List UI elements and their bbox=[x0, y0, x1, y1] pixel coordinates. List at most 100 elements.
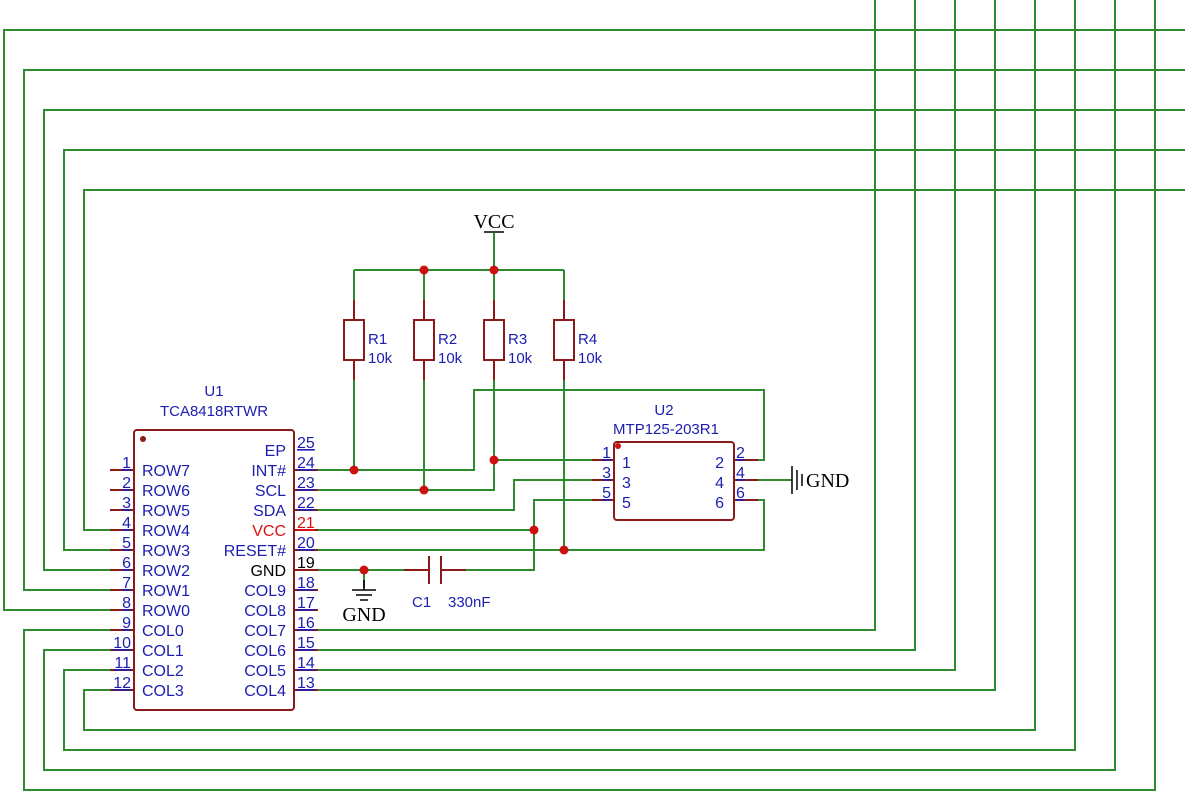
wire-sda bbox=[318, 479, 592, 511]
junction-scl bbox=[419, 485, 429, 495]
wire-r3-u2p1 bbox=[493, 380, 592, 461]
u2-outer-pin-3: 3 bbox=[602, 465, 611, 482]
wire-reset bbox=[318, 499, 765, 551]
u1-pin-name-col8: COL8 bbox=[244, 603, 286, 620]
u1-right-pins: 25EP24INT#23SCL22SDA21VCC20RESET#19GND18… bbox=[224, 435, 318, 700]
u1-pin-name-col3: COL3 bbox=[142, 683, 184, 700]
u1-pin-name-scl: SCL bbox=[255, 483, 286, 500]
u1-pin-num-18: 18 bbox=[297, 575, 315, 592]
junction-reset bbox=[559, 545, 569, 555]
wire-col3 bbox=[83, 0, 1036, 731]
u2-part-number: MTP125-203R1 bbox=[613, 421, 719, 438]
u2-outer-pin-2: 2 bbox=[736, 445, 745, 462]
wire-row2 bbox=[43, 109, 1185, 571]
u1-pin-name-row4: ROW4 bbox=[142, 523, 190, 540]
wire-col5 bbox=[318, 0, 956, 671]
u1-pin-num-8: 8 bbox=[122, 595, 131, 612]
u1-pin-num-15: 15 bbox=[297, 635, 315, 652]
wire-col6 bbox=[318, 0, 916, 651]
r1-ref: R1 bbox=[368, 331, 387, 348]
u2-outer-pin-5: 5 bbox=[602, 485, 611, 502]
u1-pin-name-col2: COL2 bbox=[142, 663, 184, 680]
u1-ref: U1 bbox=[204, 383, 223, 400]
wire-col7 bbox=[318, 0, 876, 631]
u2-outer-pin-1: 1 bbox=[602, 445, 611, 462]
wire-row3 bbox=[63, 149, 1185, 551]
u1-pin1-marker bbox=[140, 436, 146, 442]
u1-pin-num-4: 4 bbox=[122, 515, 131, 532]
r3-value: 10k bbox=[508, 350, 533, 367]
r2-value: 10k bbox=[438, 350, 463, 367]
u1-pin-num-20: 20 bbox=[297, 535, 315, 552]
u1-pin-name-ep: EP bbox=[265, 443, 286, 460]
resistor-r3[interactable]: R3 10k bbox=[483, 300, 533, 380]
u1-pin-num-5: 5 bbox=[122, 535, 131, 552]
junction-sda-u2 bbox=[489, 455, 499, 465]
u1-pin-name-row7: ROW7 bbox=[142, 463, 190, 480]
u2-inner-pin-1: 1 bbox=[622, 455, 631, 472]
wires bbox=[3, 0, 1185, 791]
u2-outer-pin-6: 6 bbox=[736, 485, 745, 502]
u1-pin-name-col0: COL0 bbox=[142, 623, 184, 640]
resistor-r2[interactable]: R2 10k bbox=[413, 300, 463, 380]
junctions bbox=[349, 265, 569, 575]
wire-row1 bbox=[23, 69, 1185, 591]
u1-pin-num-7: 7 bbox=[122, 575, 131, 592]
r4-body bbox=[553, 319, 575, 361]
r1-value: 10k bbox=[368, 350, 393, 367]
capacitor-c1[interactable]: C1 330nF bbox=[404, 556, 491, 611]
u1-pin-num-2: 2 bbox=[122, 475, 131, 492]
wire-vcc-u1 bbox=[318, 499, 592, 531]
u1-pin-name-reset-n: RESET# bbox=[224, 543, 286, 560]
u1-pin-num-12: 12 bbox=[113, 675, 131, 692]
wire-row4 bbox=[83, 189, 1185, 531]
wire-col2 bbox=[63, 0, 1076, 751]
gnd-symbol-bottom[interactable]: GND bbox=[342, 580, 386, 626]
gnd-label-bottom: GND bbox=[342, 604, 385, 626]
u2-pin1-marker bbox=[615, 443, 621, 449]
resistors: R1 10k R2 10k R3 10k R4 10k bbox=[343, 300, 603, 380]
u1-pin-name-int-n: INT# bbox=[251, 463, 286, 480]
u1-pin-name-row1: ROW1 bbox=[142, 583, 190, 600]
c1-ref: C1 bbox=[412, 594, 431, 611]
vcc-symbol[interactable]: VCC bbox=[473, 211, 514, 233]
u1-pin-name-gnd: GND bbox=[250, 563, 286, 580]
u1-pin-num-25: 25 bbox=[297, 435, 315, 452]
junction-vcc-r3 bbox=[489, 265, 499, 275]
u1-pin-name-col5: COL5 bbox=[244, 663, 286, 680]
gnd-label-right: GND bbox=[806, 470, 849, 492]
u1-pin-name-sda: SDA bbox=[253, 503, 286, 520]
u1-pin-num-13: 13 bbox=[297, 675, 315, 692]
u1-pin-name-col9: COL9 bbox=[244, 583, 286, 600]
resistor-r1[interactable]: R1 10k bbox=[343, 300, 393, 380]
u1-pin-name-row5: ROW5 bbox=[142, 503, 190, 520]
u1-pin-num-22: 22 bbox=[297, 495, 315, 512]
u2-outer-pin-4: 4 bbox=[736, 465, 745, 482]
u1-part-number: TCA8418RTWR bbox=[160, 403, 268, 420]
u1-pin-num-23: 23 bbox=[297, 475, 315, 492]
resistor-r4[interactable]: R4 10k bbox=[553, 300, 603, 380]
wire-cap-vcc bbox=[466, 530, 535, 571]
wire-col4 bbox=[318, 0, 996, 691]
r3-body bbox=[483, 319, 505, 361]
u2-inner-pin-3: 3 bbox=[622, 475, 631, 492]
r2-body bbox=[413, 319, 435, 361]
u1-pin-name-row2: ROW2 bbox=[142, 563, 190, 580]
wire-col0 bbox=[23, 0, 1156, 791]
wire-col1 bbox=[43, 0, 1116, 771]
c1-value: 330nF bbox=[448, 594, 491, 611]
u2-ref: U2 bbox=[654, 402, 673, 419]
junction-int bbox=[349, 465, 359, 475]
u1-pin-num-14: 14 bbox=[297, 655, 315, 672]
u1-pin-num-16: 16 bbox=[297, 615, 315, 632]
u1-pin-num-19: 19 bbox=[297, 555, 315, 572]
u1-pin-name-col7: COL7 bbox=[244, 623, 286, 640]
gnd-symbol-right[interactable]: GND bbox=[791, 466, 849, 494]
u1-pin-num-1: 1 bbox=[122, 455, 131, 472]
u1-pin-name-row6: ROW6 bbox=[142, 483, 190, 500]
r4-ref: R4 bbox=[578, 331, 597, 348]
